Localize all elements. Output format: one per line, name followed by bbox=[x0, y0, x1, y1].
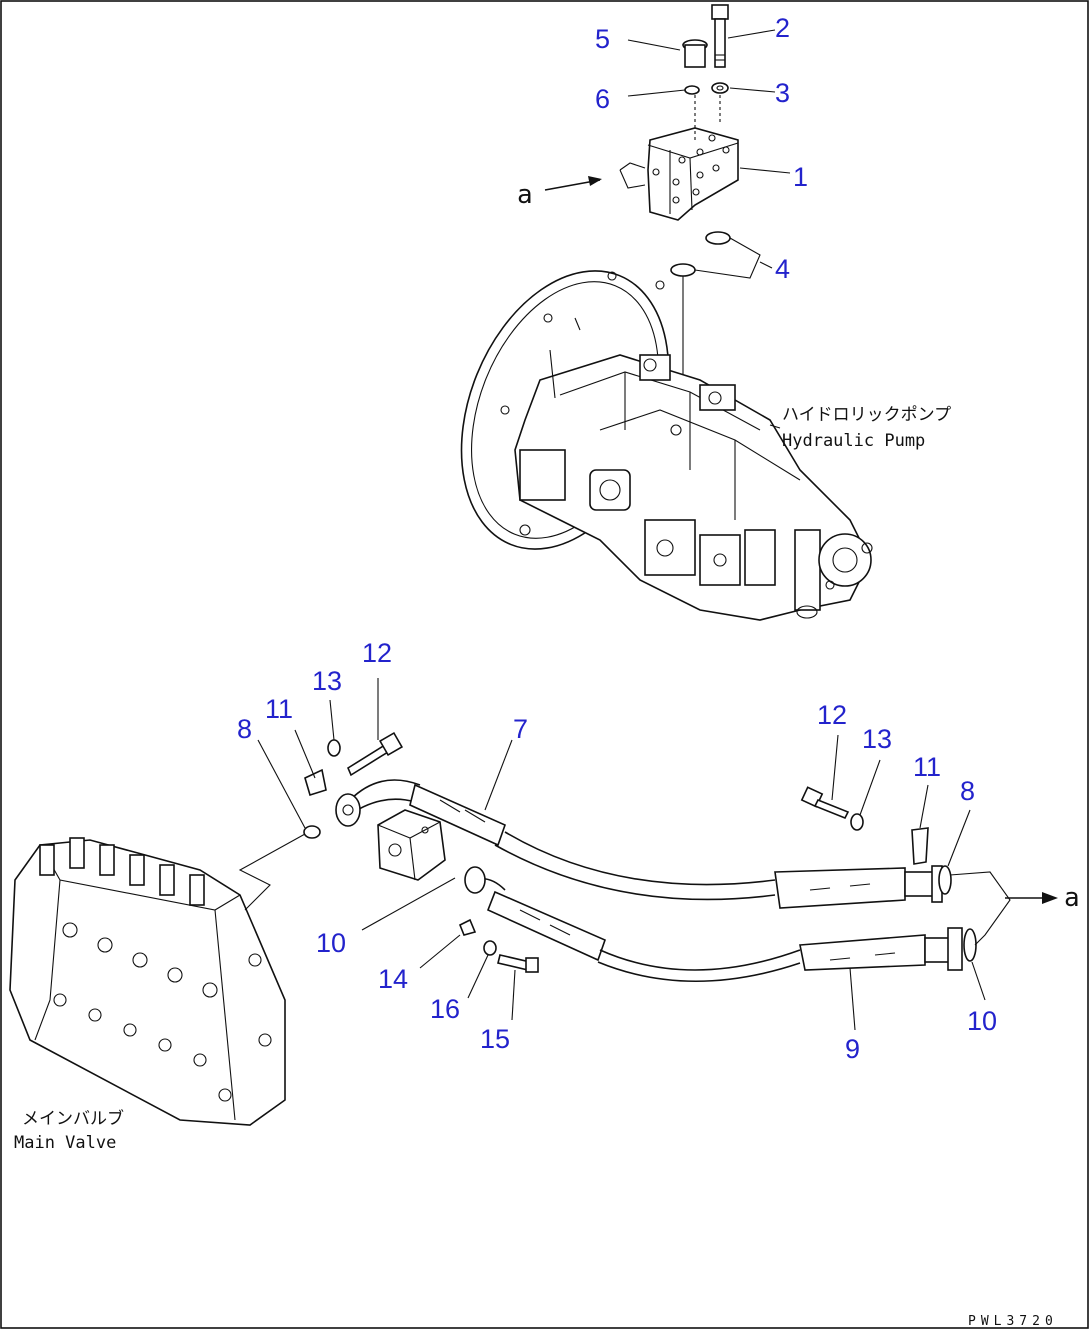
callout-12-left: 12 bbox=[362, 638, 392, 668]
split-flange-part-11-left bbox=[304, 768, 327, 797]
callout-10-left: 10 bbox=[316, 928, 346, 958]
pump-label-jp: ハイドロリックポンプ bbox=[782, 405, 951, 425]
callout-14: 14 bbox=[378, 964, 408, 994]
hydraulic-pump bbox=[460, 270, 873, 621]
washer-part-16 bbox=[483, 940, 497, 956]
callout-8-left: 8 bbox=[237, 714, 252, 744]
bolt-part-12-left bbox=[346, 731, 404, 777]
valve-label-jp: メインバルブ bbox=[22, 1108, 124, 1129]
washer-part-13-left bbox=[327, 739, 341, 757]
washer-part-3 bbox=[711, 82, 729, 94]
leader-lines bbox=[257, 29, 986, 1031]
hose-part-7 bbox=[344, 779, 943, 909]
plug-part-5 bbox=[682, 39, 708, 68]
washer-part-13-right bbox=[850, 813, 864, 831]
callout-10-right: 10 bbox=[967, 1006, 997, 1036]
o-ring-part-10-right bbox=[963, 928, 977, 962]
drawing-code: PWL3720 bbox=[968, 1314, 1058, 1329]
bolt-part-2 bbox=[711, 4, 729, 68]
valve-label-en: Main Valve bbox=[14, 1133, 116, 1153]
valve-block-part-1 bbox=[647, 127, 739, 221]
bolt-part-15 bbox=[497, 954, 539, 973]
view-marker-a-right: a bbox=[1064, 883, 1080, 913]
callout-4: 4 bbox=[775, 254, 790, 284]
main-valve bbox=[9, 837, 286, 1126]
o-ring-part-4b bbox=[670, 263, 696, 277]
callout-8-right: 8 bbox=[960, 776, 975, 806]
callout-6: 6 bbox=[595, 84, 610, 114]
callout-16: 16 bbox=[430, 994, 460, 1024]
callout-13-left: 13 bbox=[312, 666, 342, 696]
view-marker-a-top: a bbox=[517, 180, 533, 210]
o-ring-part-10-left bbox=[464, 866, 486, 894]
callout-5: 5 bbox=[595, 24, 610, 54]
callout-11-right: 11 bbox=[913, 752, 941, 782]
callout-9: 9 bbox=[845, 1034, 860, 1064]
callout-13-right: 13 bbox=[862, 724, 892, 754]
callout-1: 1 bbox=[793, 162, 808, 192]
gear-pump bbox=[377, 809, 446, 881]
flange-connector bbox=[335, 793, 361, 827]
split-flange-part-11-right bbox=[911, 827, 929, 865]
callout-12-right: 12 bbox=[817, 700, 847, 730]
o-ring-part-4a bbox=[705, 231, 731, 245]
o-ring-part-6 bbox=[684, 85, 700, 95]
plate-part-14 bbox=[458, 918, 477, 936]
hose-part-9 bbox=[474, 877, 963, 982]
callout-7: 7 bbox=[513, 714, 528, 744]
callout-2: 2 bbox=[775, 13, 790, 43]
callout-11-left: 11 bbox=[265, 694, 293, 724]
callout-3: 3 bbox=[775, 78, 790, 108]
o-ring-part-8-right bbox=[938, 865, 952, 895]
callout-15: 15 bbox=[480, 1024, 510, 1054]
bolt-part-12-right bbox=[800, 786, 850, 820]
o-ring-part-8-left bbox=[303, 825, 321, 839]
pump-label-en: Hydraulic Pump bbox=[782, 431, 925, 451]
